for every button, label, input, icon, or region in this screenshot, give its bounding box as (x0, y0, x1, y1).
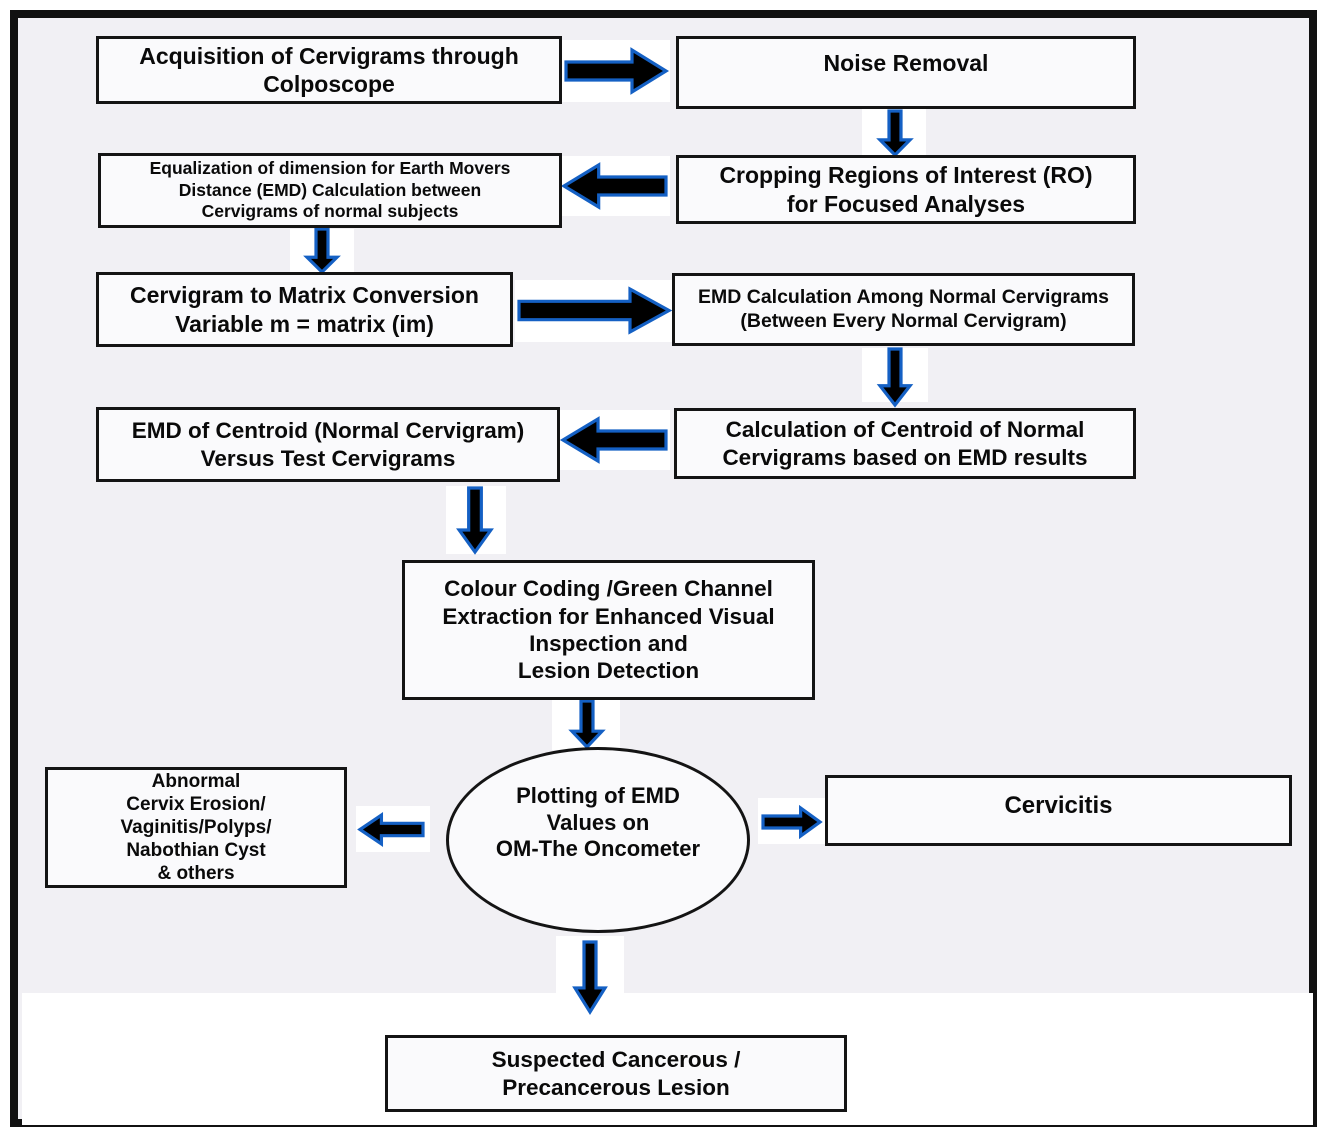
arrow-oncometer-to-cervicitis (763, 806, 820, 838)
arrow-noise-removal-to-cropping (877, 111, 913, 155)
node-noise-removal-label: Noise Removal (823, 50, 989, 76)
left-arrow-icon (360, 813, 423, 846)
node-centroid-vs-test: EMD of Centroid (Normal Cervigram) Versu… (96, 407, 560, 482)
node-centroid-calculation-label: Calculation of Centroid of Normal Cervig… (722, 417, 1088, 470)
node-abnormal-label: Abnormal Cervix Erosion/ Vaginitis/Polyp… (120, 770, 272, 885)
arrow-centroid-vs-test-to-colour-coding (456, 488, 494, 552)
left-arrow-icon (563, 416, 666, 464)
node-colour-coding: Colour Coding /Green Channel Extraction … (402, 560, 815, 700)
arrow-cropping-to-equalization (564, 162, 666, 210)
node-colour-coding-label: Colour Coding /Green Channel Extraction … (442, 576, 775, 684)
down-arrow-icon (877, 111, 913, 155)
node-cervicitis: Cervicitis (825, 775, 1292, 846)
node-centroid-vs-test-label: EMD of Centroid (Normal Cervigram) Versu… (131, 418, 525, 471)
node-oncometer: Plotting of EMD Values on OM-The Oncomet… (446, 747, 750, 933)
right-arrow-icon (566, 47, 666, 95)
down-arrow-icon (456, 488, 494, 552)
arrow-equalization-to-matrix-conversion (304, 229, 340, 272)
node-cropping-label: Cropping Regions of Interest (RO) for Fo… (719, 162, 1093, 217)
node-suspected-label: Suspected Cancerous / Precancerous Lesio… (491, 1047, 741, 1100)
arrow-centroid-calculation-to-centroid-vs-test (563, 416, 666, 464)
node-acquisition-label: Acquisition of Cervigrams through Colpos… (139, 42, 519, 97)
node-emd-calculation-label: EMD Calculation Among Normal Cervigrams … (697, 286, 1110, 332)
right-arrow-icon (519, 286, 669, 335)
node-noise-removal: Noise Removal (676, 36, 1136, 109)
down-arrow-icon (569, 701, 605, 747)
node-cropping: Cropping Regions of Interest (RO) for Fo… (676, 155, 1136, 224)
node-oncometer-label: Plotting of EMD Values on OM-The Oncomet… (495, 782, 701, 862)
arrow-oncometer-to-suspected (572, 942, 608, 1012)
arrow-colour-coding-to-oncometer (569, 701, 605, 747)
arrow-oncometer-to-abnormal (360, 813, 423, 846)
arrow-acquisition-to-noise-removal (566, 47, 666, 95)
node-equalization-label: Equalization of dimension for Earth Move… (149, 158, 511, 222)
node-equalization: Equalization of dimension for Earth Move… (98, 153, 562, 228)
node-cervicitis-label: Cervicitis (1004, 791, 1113, 819)
node-matrix-conversion-label: Cervigram to Matrix Conversion Variable … (130, 282, 479, 337)
node-suspected: Suspected Cancerous / Precancerous Lesio… (385, 1035, 847, 1112)
node-abnormal: Abnormal Cervix Erosion/ Vaginitis/Polyp… (45, 767, 347, 888)
node-acquisition: Acquisition of Cervigrams through Colpos… (96, 36, 562, 104)
node-centroid-calculation: Calculation of Centroid of Normal Cervig… (674, 408, 1136, 479)
left-arrow-icon (564, 162, 666, 210)
node-matrix-conversion: Cervigram to Matrix Conversion Variable … (96, 272, 513, 347)
down-arrow-icon (877, 349, 913, 405)
down-arrow-icon (304, 229, 340, 272)
down-arrow-icon (572, 942, 608, 1012)
arrow-emd-calculation-to-centroid-calculation (877, 349, 913, 405)
arrow-matrix-conversion-to-emd-calculation (519, 286, 669, 335)
node-emd-calculation: EMD Calculation Among Normal Cervigrams … (672, 273, 1135, 346)
right-arrow-icon (763, 806, 820, 838)
